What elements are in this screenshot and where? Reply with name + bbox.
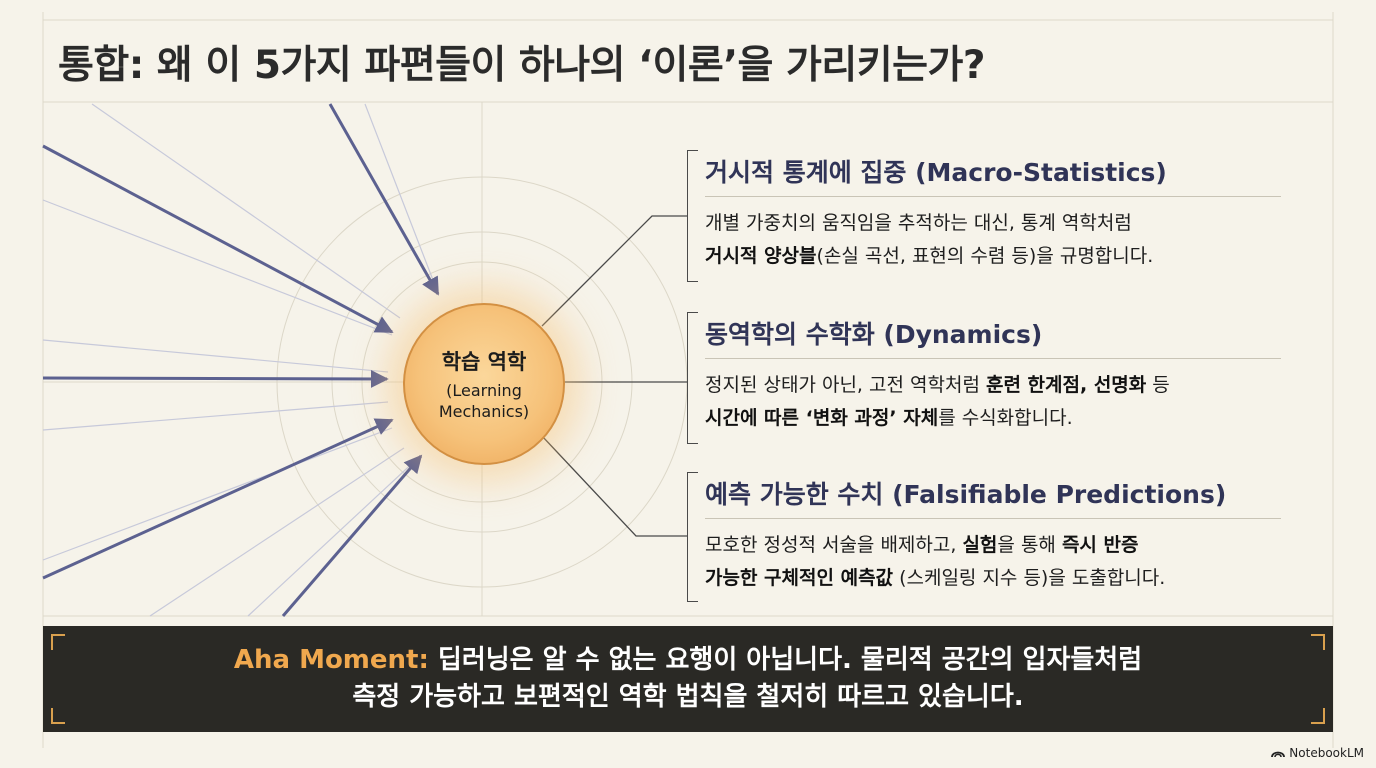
- core-subtitle: (Learning Mechanics): [438, 381, 530, 421]
- banner-line-1: 딥러닝은 알 수 없는 요행이 아닙니다. 물리적 공간의 입자들처럼: [428, 645, 1143, 675]
- emphasis-text: 가능한 구체적인 예측값: [705, 567, 894, 589]
- body-text: (스케일링 지수 등)을 도출합니다.: [893, 567, 1166, 589]
- learning-mechanics-core: 학습 역학 (Learning Mechanics): [403, 303, 565, 465]
- card-bracket: [687, 472, 698, 602]
- banner-corner: [1311, 708, 1325, 724]
- card-divider: [705, 196, 1281, 197]
- card-heading: 동역학의 수학화 (Dynamics): [705, 320, 1043, 349]
- brand-label: NotebookLM: [1289, 746, 1364, 760]
- card-falsifiable-predictions: 예측 가능한 수치 (Falsifiable Predictions) 모호한 …: [687, 472, 1297, 602]
- aha-label: Aha Moment:: [233, 645, 429, 675]
- banner-line-2: 측정 가능하고 보편적인 역학 법칙을 철저히 따르고 있습니다.: [352, 682, 1024, 712]
- card-divider: [705, 518, 1281, 519]
- body-text: 등: [1146, 374, 1170, 396]
- notebooklm-logo-icon: [1271, 751, 1286, 758]
- card-line: 정지된 상태가 아닌, 고전 역학처럼 훈련 한계점, 선명화 등: [705, 369, 1297, 402]
- emphasis-text: 실험: [962, 534, 998, 556]
- banner-corner: [1311, 634, 1325, 650]
- body-text: 정지된 상태가 아닌, 고전 역학처럼: [705, 374, 986, 396]
- card-dynamics: 동역학의 수학화 (Dynamics) 정지된 상태가 아닌, 고전 역학처럼 …: [687, 312, 1297, 444]
- thin-radial-lines: [42, 103, 439, 617]
- banner-corner: [51, 634, 65, 650]
- card-bracket: [687, 150, 698, 282]
- card-line: 거시적 양상블(손실 곡선, 표현의 수렴 등)을 규명합니다.: [705, 240, 1297, 273]
- connector-lines: [541, 215, 687, 537]
- emphasis-text: 시간에 따른 ‘변화 과정’ 자체: [705, 407, 939, 429]
- body-text: 을 통해: [997, 534, 1062, 556]
- aha-moment-banner: Aha Moment: 딥러닝은 알 수 없는 요행이 아닙니다. 물리적 공간…: [43, 626, 1333, 732]
- card-body: 정지된 상태가 아닌, 고전 역학처럼 훈련 한계점, 선명화 등 시간에 따른…: [705, 369, 1297, 435]
- body-text: 를 수식화합니다.: [938, 407, 1073, 429]
- card-macro-statistics: 거시적 통계에 집중 (Macro-Statistics) 개별 가중치의 움직…: [687, 150, 1297, 282]
- card-heading: 예측 가능한 수치 (Falsifiable Predictions): [705, 480, 1227, 509]
- body-text: 모호한 정성적 서술을 배제하고,: [705, 534, 963, 556]
- card-line: 시간에 따른 ‘변화 과정’ 자체를 수식화합니다.: [705, 402, 1297, 435]
- brand-watermark: NotebookLM: [1271, 746, 1364, 760]
- card-bracket: [687, 312, 698, 444]
- core-title: 학습 역학: [441, 350, 527, 374]
- card-line: 가능한 구체적인 예측값 (스케일링 지수 등)을 도출합니다.: [705, 562, 1297, 595]
- converging-arrows: [42, 103, 440, 617]
- banner-text: Aha Moment: 딥러닝은 알 수 없는 요행이 아닙니다. 물리적 공간…: [43, 642, 1333, 716]
- card-line: 모호한 정성적 서술을 배제하고, 실험을 통해 즉시 반증: [705, 529, 1297, 562]
- page-title: 통합: 왜 이 5가지 파편들이 하나의 ‘이론’을 가리키는가?: [58, 43, 986, 88]
- card-body: 개별 가중치의 움직임을 추적하는 대신, 통계 역학처럼 거시적 양상블(손실…: [705, 207, 1297, 273]
- card-heading: 거시적 통계에 집중 (Macro-Statistics): [705, 158, 1167, 187]
- body-text: (손실 곡선, 표현의 수렴 등)을 규명합니다.: [816, 245, 1154, 267]
- emphasis-text: 즉시 반증: [1061, 534, 1139, 556]
- card-divider: [705, 358, 1281, 359]
- emphasis-text: 훈련 한계점, 선명화: [985, 374, 1147, 396]
- banner-corner: [51, 708, 65, 724]
- emphasis-text: 거시적 양상블: [705, 245, 817, 267]
- body-text: 개별 가중치의 움직임을 추적하는 대신, 통계 역학처럼: [705, 212, 1132, 234]
- card-body: 모호한 정성적 서술을 배제하고, 실험을 통해 즉시 반증 가능한 구체적인 …: [705, 529, 1297, 595]
- card-line: 개별 가중치의 움직임을 추적하는 대신, 통계 역학처럼: [705, 207, 1297, 240]
